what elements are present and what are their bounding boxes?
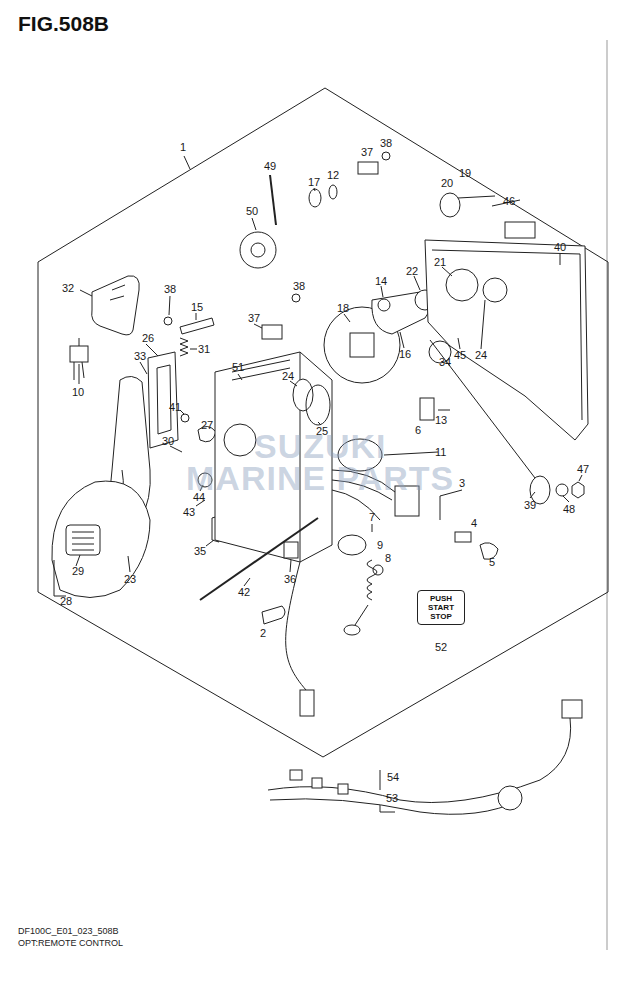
callout-number: 16: [399, 348, 411, 360]
callout-number: 4: [471, 517, 477, 529]
callout-number: 53: [386, 792, 398, 804]
button-text: PUSH START STOP: [420, 594, 462, 621]
callout-number: 11: [435, 446, 446, 458]
callout-number: 34: [439, 356, 451, 368]
callout-number: 37: [361, 146, 373, 158]
callout-number: 19: [459, 167, 471, 179]
callout-number: 24: [282, 370, 294, 382]
callout-number: 38: [293, 280, 305, 292]
callout-number: 29: [72, 565, 84, 577]
callout-number: 40: [554, 241, 566, 253]
callout-number: 7: [369, 511, 375, 523]
figure-title: FIG.508B: [18, 12, 109, 36]
callout-number: 30: [162, 435, 174, 447]
callout-number: 52: [435, 641, 447, 653]
callout-number: 17: [308, 176, 320, 188]
callout-number: 33: [134, 350, 146, 362]
callout-number: 35: [194, 545, 206, 557]
callout-number: 24: [475, 349, 487, 361]
callout-number: 37: [248, 312, 260, 324]
callout-number: 27: [201, 419, 213, 431]
callout-number: 12: [327, 169, 339, 181]
callout-number: 2: [260, 627, 266, 639]
callout-number: 31: [198, 343, 210, 355]
callout-number: 46: [503, 195, 515, 207]
callout-number: 10: [72, 386, 84, 398]
drawing-code: DF100C_E01_023_508B: [18, 926, 119, 936]
callout-number: 18: [337, 302, 349, 314]
callout-number: 38: [380, 137, 392, 149]
push-button-box: PUSH START STOP: [417, 590, 465, 625]
callout-number: 28: [60, 595, 72, 607]
watermark: MARINE PARTS: [186, 459, 454, 498]
callout-number: 47: [577, 463, 589, 475]
callout-number: 45: [454, 349, 466, 361]
callout-number: 41: [169, 401, 181, 413]
callout-number: 13: [435, 414, 447, 426]
callout-number: 15: [191, 301, 203, 313]
callout-number: 39: [524, 499, 536, 511]
callout-number: 50: [246, 205, 258, 217]
callout-number: 42: [238, 586, 250, 598]
callout-number: 14: [375, 275, 387, 287]
callout-number: 54: [387, 771, 399, 783]
callout-number: 23: [124, 573, 136, 585]
callout-number: 43: [183, 506, 195, 518]
callout-number: 51: [232, 361, 244, 373]
figure-caption: OPT:REMOTE CONTROL: [18, 938, 123, 948]
callout-number: 32: [62, 282, 74, 294]
callout-number: 3: [459, 477, 465, 489]
callout-number: 49: [264, 160, 276, 172]
callout-number: 9: [377, 539, 383, 551]
callout-number: 1: [180, 141, 186, 153]
callout-number: 6: [415, 424, 421, 436]
callout-number: 38: [164, 283, 176, 295]
callout-number: 22: [406, 265, 418, 277]
callout-number: 36: [284, 573, 296, 585]
callout-number: 48: [563, 503, 575, 515]
callout-number: 8: [385, 552, 391, 564]
callout-number: 20: [441, 177, 453, 189]
callout-number: 21: [434, 256, 446, 268]
kit-outline: [38, 88, 608, 757]
callout-number: 5: [489, 556, 495, 568]
callout-number: 26: [142, 332, 154, 344]
